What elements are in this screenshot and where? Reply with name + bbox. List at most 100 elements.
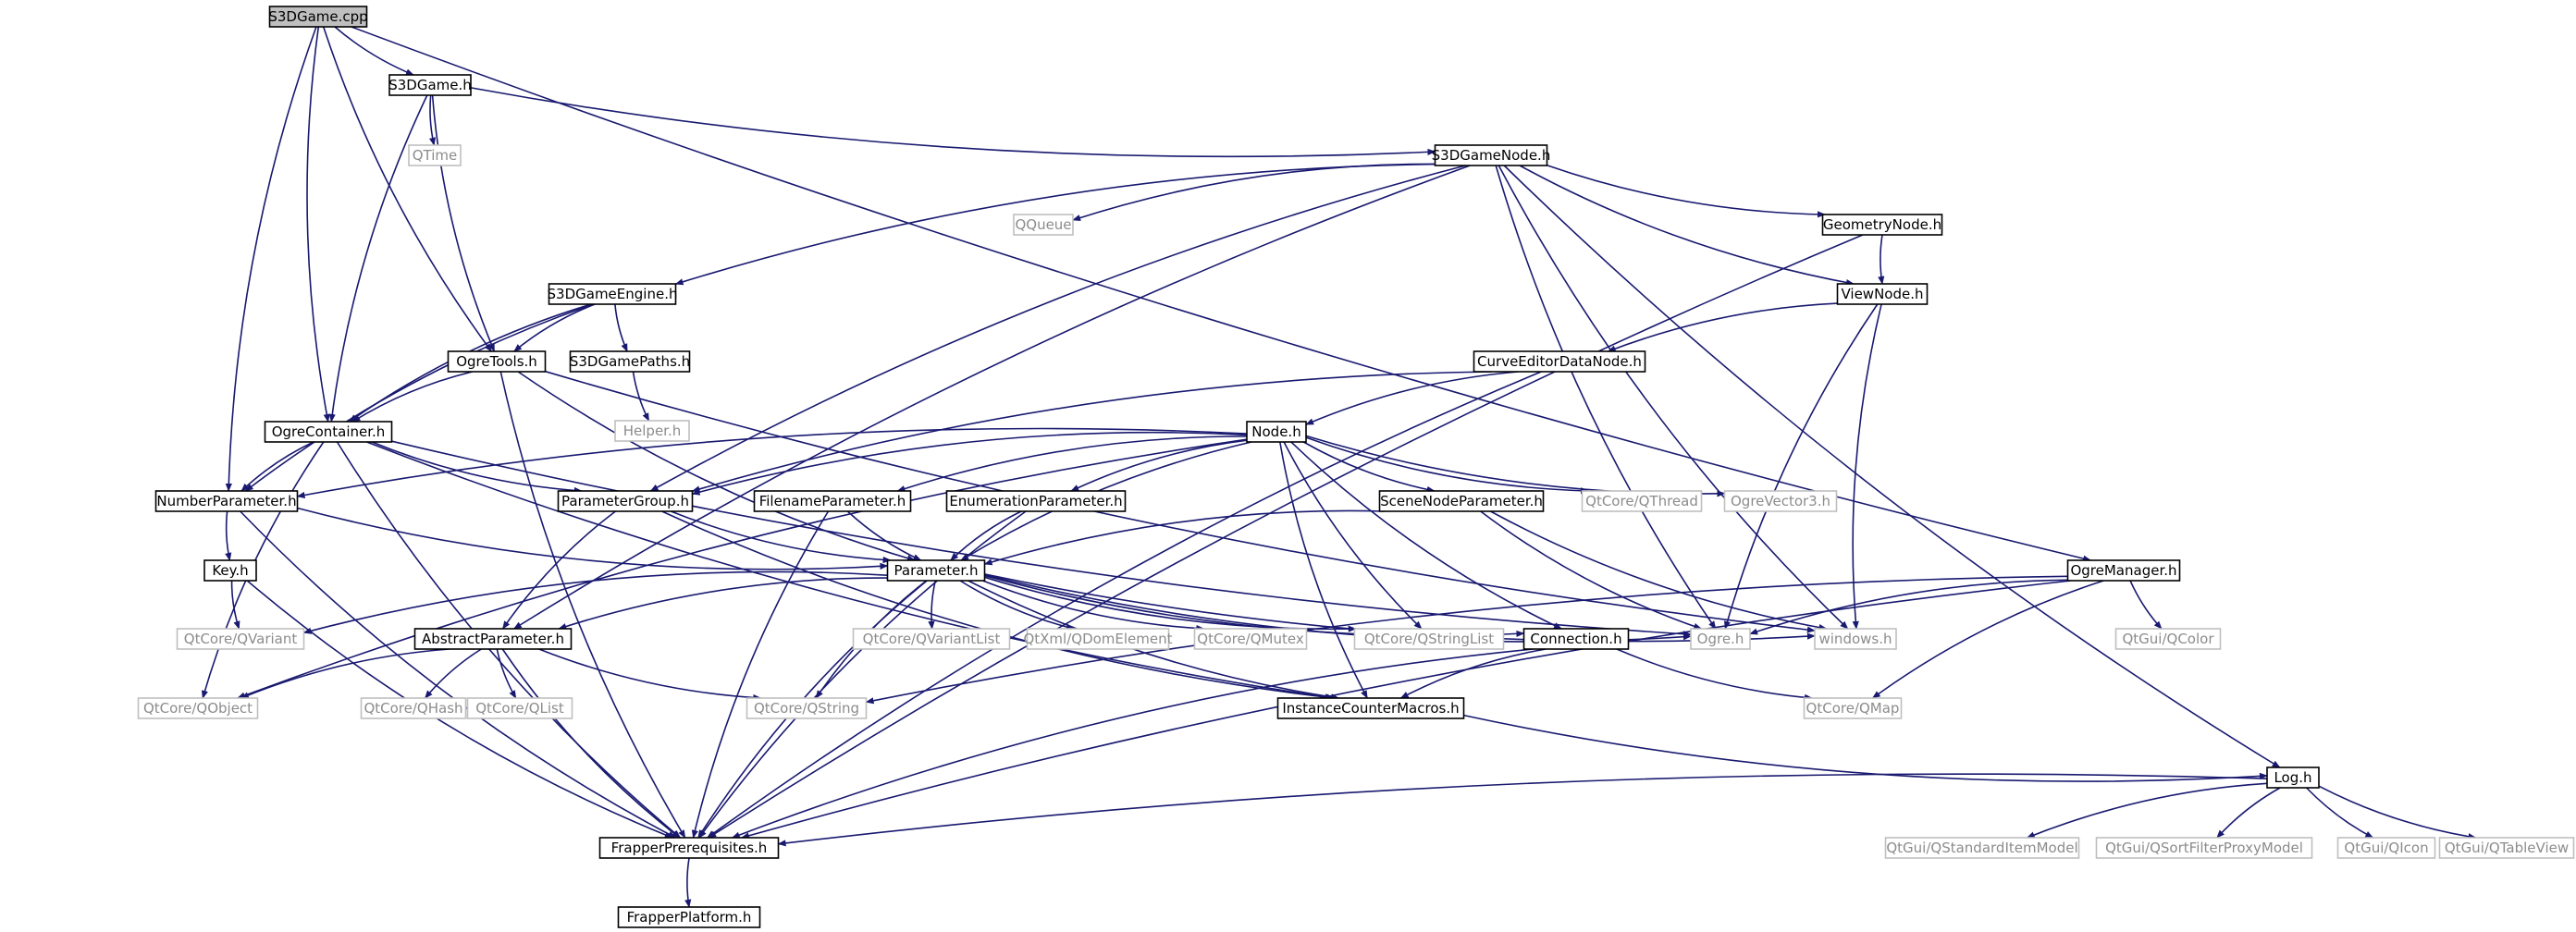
node-label: Connection.h [1530,631,1621,647]
node-instancecountermacros-h[interactable]: InstanceCounterMacros.h [1276,697,1465,719]
edge-ogretools-h-to-parameter-h [517,371,916,562]
edge-viewnode-h-to-ogre-h [1723,303,1879,630]
node-ogremanager-h[interactable]: OgreManager.h [2066,559,2181,582]
node-abstractparameter-h[interactable]: AbstractParameter.h [413,628,573,650]
node-qtcore-qmap: QtCore/QMap [1803,697,1903,719]
node-label: QtGui/QColor [2122,631,2214,647]
edge-numberparameter-h-to-frapperprerequisites-h [240,510,677,839]
node-box [2438,837,2575,859]
edge-s3dgame-h-to-ogretools-h [431,94,496,352]
node-s3dgame-h[interactable]: S3DGame.h [388,74,472,96]
edge-key-h-to-qtcore-qvariant [230,580,240,630]
node-box [268,6,368,28]
node-label: QtCore/QList [475,700,564,717]
edge-viewnode-h-to-curveeditordatanode-h [1607,302,1838,352]
node-box [2266,766,2320,789]
node-box [1836,283,1929,305]
node-parameter-h[interactable]: Parameter.h [886,559,986,582]
node-qtcore-qvariant: QtCore/QVariant [176,628,305,650]
node-label: AbstractParameter.h [422,631,564,647]
node-key-h[interactable]: Key.h [203,559,257,582]
node-ogrecontainer-h[interactable]: OgreContainer.h [264,421,393,443]
node-label: SceneNodeParameter.h [1380,493,1543,509]
node-connection-h[interactable]: Connection.h [1522,628,1630,650]
edge-ogretools-h-to-windows-h [545,370,1816,633]
edge-log-h-to-qtgui-qicon [2306,787,2374,839]
edge-parameter-h-to-qtcore-qmutex [982,580,1205,632]
edge-s3dgameengine-h-to-ogretools-h [513,303,596,352]
node-s3dgame-cpp[interactable]: S3DGame.cpp [268,6,368,28]
node-label: FilenameParameter.h [759,493,906,509]
node-box [137,697,259,719]
edge-filenameparameter-h-to-frapperprerequisites-h [691,510,830,839]
node-label: QtCore/QObject [143,700,253,717]
node-label: S3DGame.h [388,77,472,93]
node-qtcore-qvariantlist: QtCore/QVariantList [852,628,1011,650]
node-filenameparameter-h[interactable]: FilenameParameter.h [753,490,912,512]
node-s3dgamepaths-h[interactable]: S3DGamePaths.h [569,350,691,373]
edge-parametergroup-h-to-abstractparameter-h [501,510,616,630]
node-frapperplatform-h[interactable]: FrapperPlatform.h [617,906,761,928]
edge-s3dgame-cpp-to-s3dgame-h [334,26,414,76]
edge-connection-h-to-qtcore-qmap [1616,648,1813,701]
node-box [413,628,573,650]
node-node-h[interactable]: Node.h [1246,421,1307,443]
node-ogretools-h[interactable]: OgreTools.h [447,350,547,373]
node-ogre-h: Ogre.h [1690,628,1751,650]
edge-s3dgameengine-h-to-s3dgamepaths-h [614,303,628,352]
edge-ogremanager-h-to-frapperprerequisites-h [741,580,2072,840]
node-geometrynode-h[interactable]: GeometryNode.h [1821,214,1943,236]
node-label: QtCore/QHash [364,700,462,717]
node-label: QtCore/QVariant [184,631,298,647]
edge-s3dgamenode-h-to-s3dgameengine-h [674,163,1436,286]
node-s3dgameengine-h[interactable]: S3DGameEngine.h [548,283,678,305]
node-label: ViewNode.h [1841,286,1923,302]
node-box [1353,628,1505,650]
edge-node-h-to-qtcore-qstringlist [1283,441,1423,630]
node-parametergroup-h[interactable]: ParameterGroup.h [557,490,694,512]
node-box [1246,421,1307,443]
node-label: OgreVector3.h [1731,493,1830,509]
node-label: QQueue [1015,216,1071,233]
node-label: windows.h [1819,631,1892,647]
node-box [1690,628,1751,650]
edge-s3dgamenode-h-to-windows-h [1498,165,1849,630]
node-label: QtGui/QTableView [2445,840,2569,856]
node-curveeditordatanode-h[interactable]: CurveEditorDataNode.h [1473,350,1646,373]
node-label: InstanceCounterMacros.h [1282,700,1459,717]
dependency-edges [201,26,2477,908]
node-viewnode-h[interactable]: ViewNode.h [1836,283,1929,305]
edge-s3dgameengine-h-to-numberparameter-h [244,303,594,492]
node-qtcore-qstring: QtCore/QString [746,697,868,719]
node-label: FrapperPlatform.h [627,909,752,926]
edge-scenenodeparameter-h-to-windows-h [1490,510,1828,632]
node-box [360,697,467,719]
node-s3dgamenode-h[interactable]: S3DGameNode.h [1432,144,1551,166]
node-label: Log.h [2274,769,2311,786]
node-frapperprerequisites-h[interactable]: FrapperPrerequisites.h [598,837,780,859]
edge-abstractparameter-h-to-qtcore-qobject [240,648,450,699]
edge-node-h-to-qtcore-qobject [237,438,1248,699]
node-box [598,837,780,859]
edge-ogremanager-h-to-qtgui-qcolor [2129,580,2163,630]
node-scenenodeparameter-h[interactable]: SceneNodeParameter.h [1378,490,1545,512]
node-numberparameter-h[interactable]: NumberParameter.h [154,490,299,512]
edge-s3dgame-h-to-qtime [428,94,437,146]
node-ogrevector3-h: OgreVector3.h [1723,490,1838,512]
edge-node-h-to-ogrevector3-h [1305,435,1726,497]
node-qtgui-qsortfilterproxymodel: QtGui/QSortFilterProxyModel [2095,837,2313,859]
node-box [753,490,912,512]
node-windows-h: windows.h [1814,628,1897,650]
node-label: Ogre.h [1697,631,1744,647]
node-box [388,74,472,96]
edge-geometrynode-h-to-viewnode-h [1878,234,1885,285]
node-enumerationparameter-h[interactable]: EnumerationParameter.h [945,490,1127,512]
edge-key-h-to-frapperprerequisites-h [246,580,673,839]
node-label: OgreTools.h [456,353,537,370]
node-box [1723,490,1838,512]
node-label: ParameterGroup.h [561,493,689,509]
node-box [945,490,1127,512]
node-log-h[interactable]: Log.h [2266,766,2320,789]
node-label: QtGui/QSortFilterProxyModel [2105,840,2303,856]
